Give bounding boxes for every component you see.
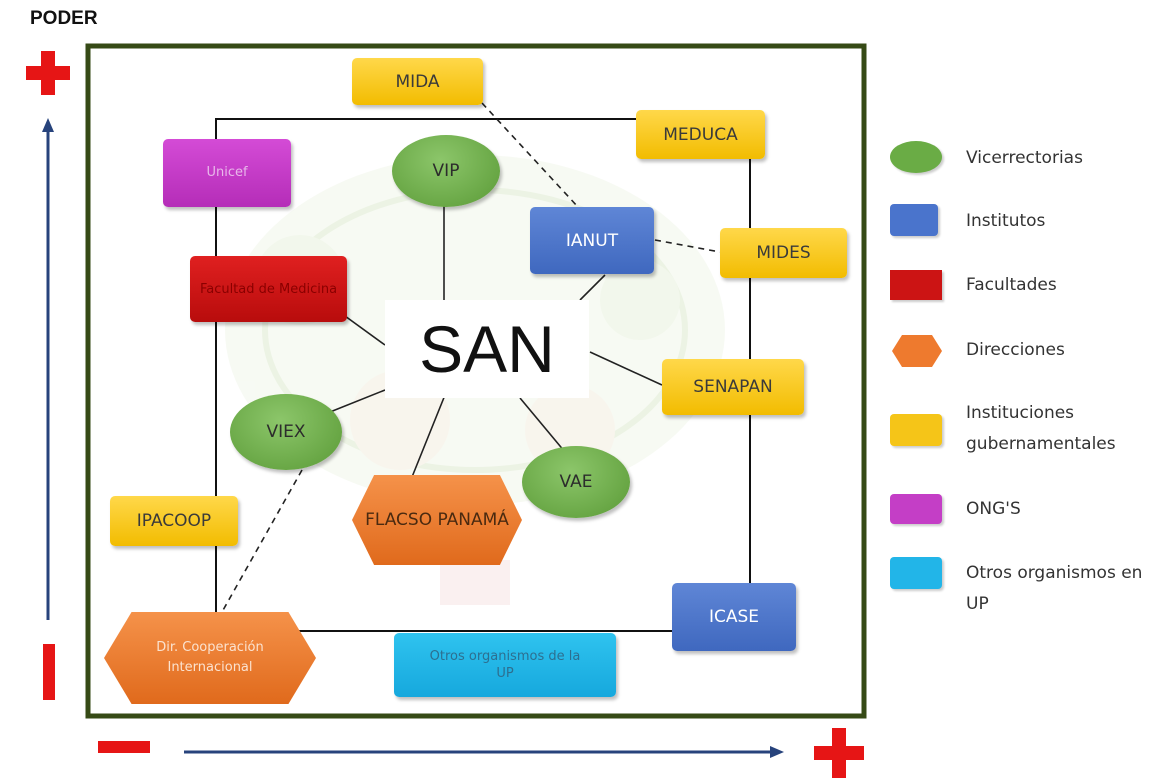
node-mides: MIDES bbox=[720, 228, 847, 278]
link-viex bbox=[329, 389, 386, 413]
link-viex-dircoop bbox=[221, 469, 303, 613]
outer-frame bbox=[85, 43, 867, 719]
solid-connectors bbox=[329, 200, 663, 478]
node-viex: VIEX bbox=[230, 394, 342, 470]
y-axis bbox=[42, 118, 54, 620]
node-unicef: Unicef bbox=[163, 139, 291, 207]
link-flacso bbox=[411, 394, 446, 478]
x-axis bbox=[184, 746, 784, 758]
page-title: PODER bbox=[30, 8, 98, 29]
arrow-right-icon bbox=[770, 746, 784, 758]
link-ianut bbox=[579, 274, 606, 301]
plus-icon-top-v bbox=[41, 51, 55, 95]
node-ianut: IANUT bbox=[530, 207, 654, 274]
node-flacso: FLACSO PANAMÁ bbox=[352, 475, 522, 565]
legend-label: ONG'S bbox=[966, 499, 1021, 519]
plus-icon-right-v bbox=[832, 728, 846, 778]
node-ipacoop: IPACOOP bbox=[110, 496, 238, 546]
node-otros-organismos: Otros organismos de la UP bbox=[394, 633, 616, 697]
legend-swatch-hexagon-icon bbox=[892, 335, 942, 367]
dashed-connectors bbox=[221, 102, 721, 613]
node-vip: VIP bbox=[392, 135, 500, 207]
legend-label: Direcciones bbox=[966, 340, 1065, 360]
legend-swatch-blue-icon bbox=[890, 204, 938, 236]
node-senapan: SENAPAN bbox=[662, 359, 804, 415]
arrow-up-icon bbox=[42, 118, 54, 132]
link-facultad bbox=[344, 315, 386, 346]
node-facultad: Facultad de Medicina bbox=[190, 256, 347, 322]
link-vae bbox=[519, 397, 566, 453]
node-meduca: MEDUCA bbox=[636, 110, 765, 159]
legend-swatch-cyan-icon bbox=[890, 557, 942, 589]
node-san: SAN bbox=[385, 300, 589, 398]
node-icase: ICASE bbox=[672, 583, 796, 651]
link-mida-ianut bbox=[481, 102, 579, 208]
node-mida: MIDA bbox=[352, 58, 483, 105]
link-senapan bbox=[589, 351, 663, 386]
legend-swatch-ellipse-icon bbox=[890, 141, 942, 173]
legend-label: Instituciones gubernamentales bbox=[966, 403, 1116, 454]
legend-swatch-red-icon bbox=[890, 270, 942, 300]
link-ianut-mides bbox=[654, 239, 721, 253]
legend-label: Institutos bbox=[966, 211, 1046, 231]
legend-label: Facultades bbox=[966, 275, 1057, 295]
legend-label: Vicerrectorias bbox=[966, 148, 1083, 168]
i-marker-bottom bbox=[43, 644, 55, 700]
legend-swatch-yellow-icon bbox=[890, 414, 942, 446]
legend-swatch-purple-icon bbox=[890, 494, 942, 524]
node-dir-cooperacion: Dir. Cooperación Internacional bbox=[104, 612, 316, 704]
node-vae: VAE bbox=[522, 446, 630, 518]
legend-label: Otros organismos en UP bbox=[966, 563, 1143, 614]
minus-icon bbox=[98, 741, 150, 753]
